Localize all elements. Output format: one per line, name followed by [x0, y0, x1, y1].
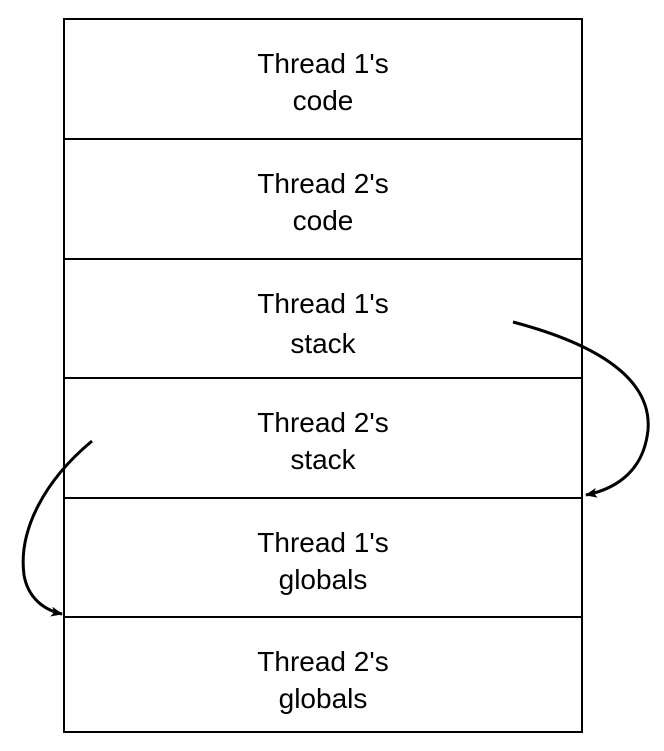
segment-label-line2: globals [279, 683, 368, 714]
segment-label-line2: stack [290, 444, 356, 475]
segment-thread2-globals: Thread 2's globals [257, 646, 388, 714]
arrow-thread1-stack-to-globals [512, 320, 650, 498]
segment-label-line1: Thread 2's [257, 407, 388, 438]
arrow-thread2-stack-to-globals [21, 439, 93, 617]
segment-thread2-code: Thread 2's code [257, 168, 388, 236]
segment-thread1-globals: Thread 1's globals [257, 527, 388, 595]
segment-label-line1: Thread 2's [257, 168, 388, 199]
segment-label-line1: Thread 1's [257, 48, 388, 79]
segment-label-line1: Thread 1's [257, 527, 388, 558]
segment-thread2-stack: Thread 2's stack [257, 407, 388, 475]
segment-label-line2: globals [279, 564, 368, 595]
segment-label-line1: Thread 2's [257, 646, 388, 677]
segment-thread1-code: Thread 1's code [257, 48, 388, 116]
segment-label-line2: code [293, 205, 354, 236]
segment-label-line2: code [293, 85, 354, 116]
memory-block-outline [63, 18, 583, 733]
segment-label-line1: Thread 1's [257, 288, 388, 319]
segment-label-line2: stack [290, 328, 356, 359]
segment-thread1-stack: Thread 1's stack [257, 288, 388, 359]
